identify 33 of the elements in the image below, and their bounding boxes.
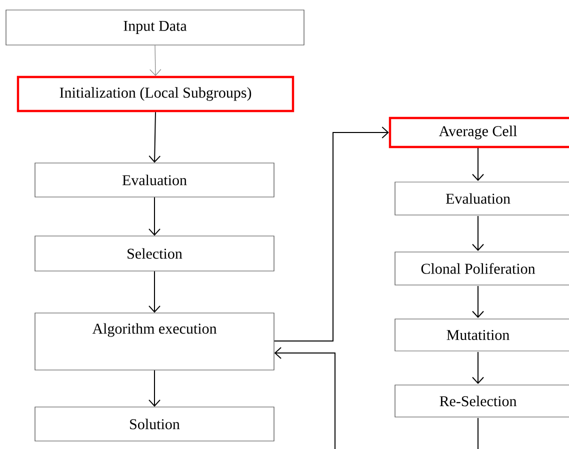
process-box [34, 236, 274, 272]
process-box [34, 312, 274, 370]
process-box [394, 252, 569, 286]
arrow [472, 352, 484, 384]
process-box [34, 162, 274, 198]
arrow [150, 45, 162, 76]
box-label: Average Cell [438, 126, 517, 140]
arrow [148, 196, 160, 236]
highlighted-box [16, 76, 294, 112]
box-label: Mutatition [446, 330, 510, 340]
box-label: Clonal Poliferation [421, 263, 536, 274]
process-box [394, 318, 569, 352]
arrow [274, 347, 336, 449]
box-label: Evaluation [122, 174, 187, 186]
box-label: Algorithm execution [92, 323, 217, 337]
box-label: Re-Selection [440, 396, 517, 406]
highlighted-box [388, 116, 569, 148]
process-box [34, 406, 274, 442]
arrow [148, 370, 160, 407]
box-label: Initialization (Local Subgroups) [60, 87, 252, 101]
process-box [394, 384, 569, 418]
box-label: Selection [128, 248, 182, 259]
arrow [472, 148, 484, 181]
start-box [6, 10, 304, 46]
arrow [148, 112, 161, 163]
arrow [148, 270, 160, 313]
process-box [394, 182, 569, 216]
box-label: Input Data [124, 21, 187, 34]
arrow [472, 216, 484, 251]
box-label: Evaluation [446, 193, 510, 204]
arrow [274, 126, 389, 342]
box-label: Solution [130, 418, 180, 430]
arrow [472, 286, 484, 318]
